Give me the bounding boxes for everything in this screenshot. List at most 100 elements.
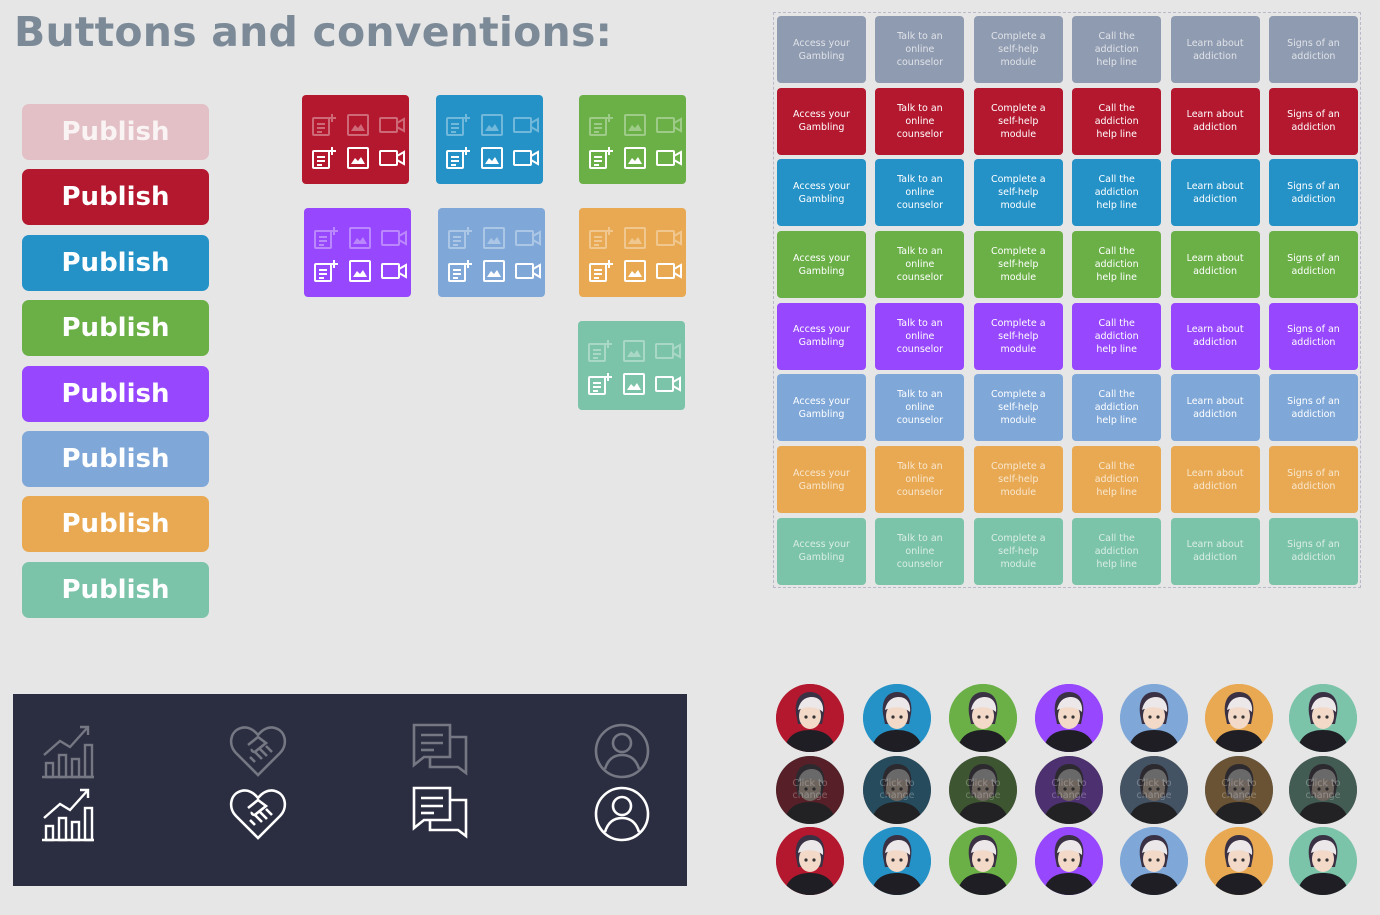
image-icon[interactable]	[481, 259, 507, 287]
avatar[interactable]	[1035, 684, 1103, 752]
publish-button[interactable]: Publish	[22, 561, 209, 618]
publish-button[interactable]: Publish	[22, 365, 209, 422]
avatar[interactable]	[1289, 684, 1357, 752]
avatar[interactable]	[949, 684, 1017, 752]
avatar[interactable]	[1120, 684, 1188, 752]
chat-icon[interactable]	[410, 784, 470, 844]
image-icon[interactable]	[479, 146, 505, 174]
image-icon[interactable]	[347, 259, 373, 287]
profile-icon[interactable]	[592, 784, 652, 844]
publish-button[interactable]: Publish	[22, 169, 209, 226]
avatar[interactable]	[863, 827, 931, 895]
publish-button[interactable]: Publish	[22, 430, 209, 487]
video-icon[interactable]	[513, 146, 539, 174]
avatar[interactable]	[776, 684, 844, 752]
add-post-icon[interactable]	[445, 146, 471, 174]
video-icon[interactable]	[379, 146, 405, 174]
add-post-icon[interactable]	[447, 259, 473, 287]
avatar[interactable]	[1120, 827, 1188, 895]
avatar[interactable]	[949, 827, 1017, 895]
avatar[interactable]	[1205, 684, 1273, 752]
publish-button[interactable]: Publish	[22, 496, 209, 553]
avatar[interactable]	[863, 684, 931, 752]
publish-button[interactable]: Publish	[22, 104, 209, 160]
add-post-icon[interactable]	[587, 372, 613, 400]
video-icon[interactable]	[656, 259, 682, 287]
image-icon[interactable]	[622, 259, 648, 287]
avatar[interactable]	[776, 827, 844, 895]
avatar[interactable]	[1289, 827, 1357, 895]
video-icon[interactable]	[381, 259, 407, 287]
publish-button[interactable]: Publish	[22, 234, 209, 291]
add-post-icon[interactable]	[313, 259, 339, 287]
video-icon[interactable]	[656, 146, 682, 174]
chart-growth-icon[interactable]	[40, 784, 100, 844]
video-icon[interactable]	[655, 372, 681, 400]
add-post-icon[interactable]	[311, 146, 337, 174]
publish-button[interactable]: Publish	[22, 300, 209, 357]
add-post-icon[interactable]	[588, 259, 614, 287]
avatar[interactable]	[1035, 827, 1103, 895]
avatar[interactable]	[1205, 827, 1273, 895]
image-icon[interactable]	[621, 372, 647, 400]
video-icon[interactable]	[515, 259, 541, 287]
image-icon[interactable]	[622, 146, 648, 174]
handshake-heart-icon[interactable]	[228, 784, 288, 844]
image-icon[interactable]	[345, 146, 371, 174]
